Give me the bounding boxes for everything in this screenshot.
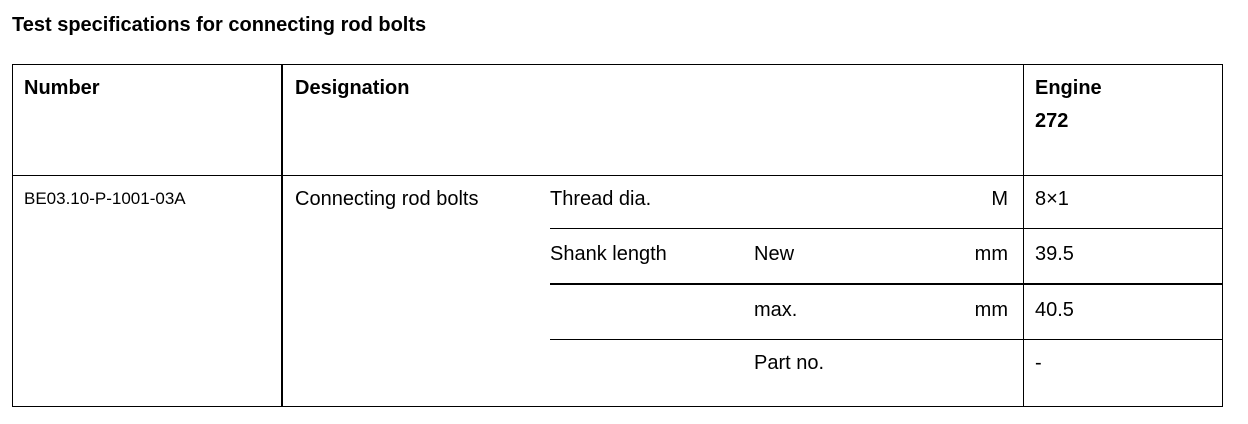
spec-unit: mm xyxy=(974,243,1008,265)
row-divider-3 xyxy=(550,339,1222,340)
row-divider-2 xyxy=(550,283,1222,285)
row-divider-1 xyxy=(550,228,1222,229)
spec-value: 40.5 xyxy=(1035,299,1074,321)
cell-designation: Connecting rod bolts xyxy=(295,188,479,210)
header-designation: Designation xyxy=(295,77,410,99)
spec-value: - xyxy=(1035,352,1042,374)
header-divider xyxy=(13,175,1222,176)
header-engine-number: 272 xyxy=(1035,110,1069,132)
spec-sub: Part no. xyxy=(754,352,825,374)
spec-value: 39.5 xyxy=(1035,243,1074,265)
column-divider-number xyxy=(281,65,283,406)
header-number: Number xyxy=(24,77,100,99)
spec-sub: max. xyxy=(754,299,798,321)
column-divider-engine xyxy=(1023,65,1024,406)
spec-sub: New xyxy=(754,243,795,265)
spec-value: 8×1 xyxy=(1035,188,1069,210)
header-engine: Engine xyxy=(1035,77,1102,99)
spec-unit: M xyxy=(991,188,1008,210)
cell-number: BE03.10-P-1001-03A xyxy=(24,189,186,208)
spec-label: Thread dia. xyxy=(550,188,652,210)
spec-unit: mm xyxy=(974,299,1008,321)
spec-table: Number Designation Engine 272 BE03.10-P-… xyxy=(12,64,1223,407)
page-title: Test specifications for connecting rod b… xyxy=(12,14,427,36)
spec-label: Shank length xyxy=(550,243,667,265)
